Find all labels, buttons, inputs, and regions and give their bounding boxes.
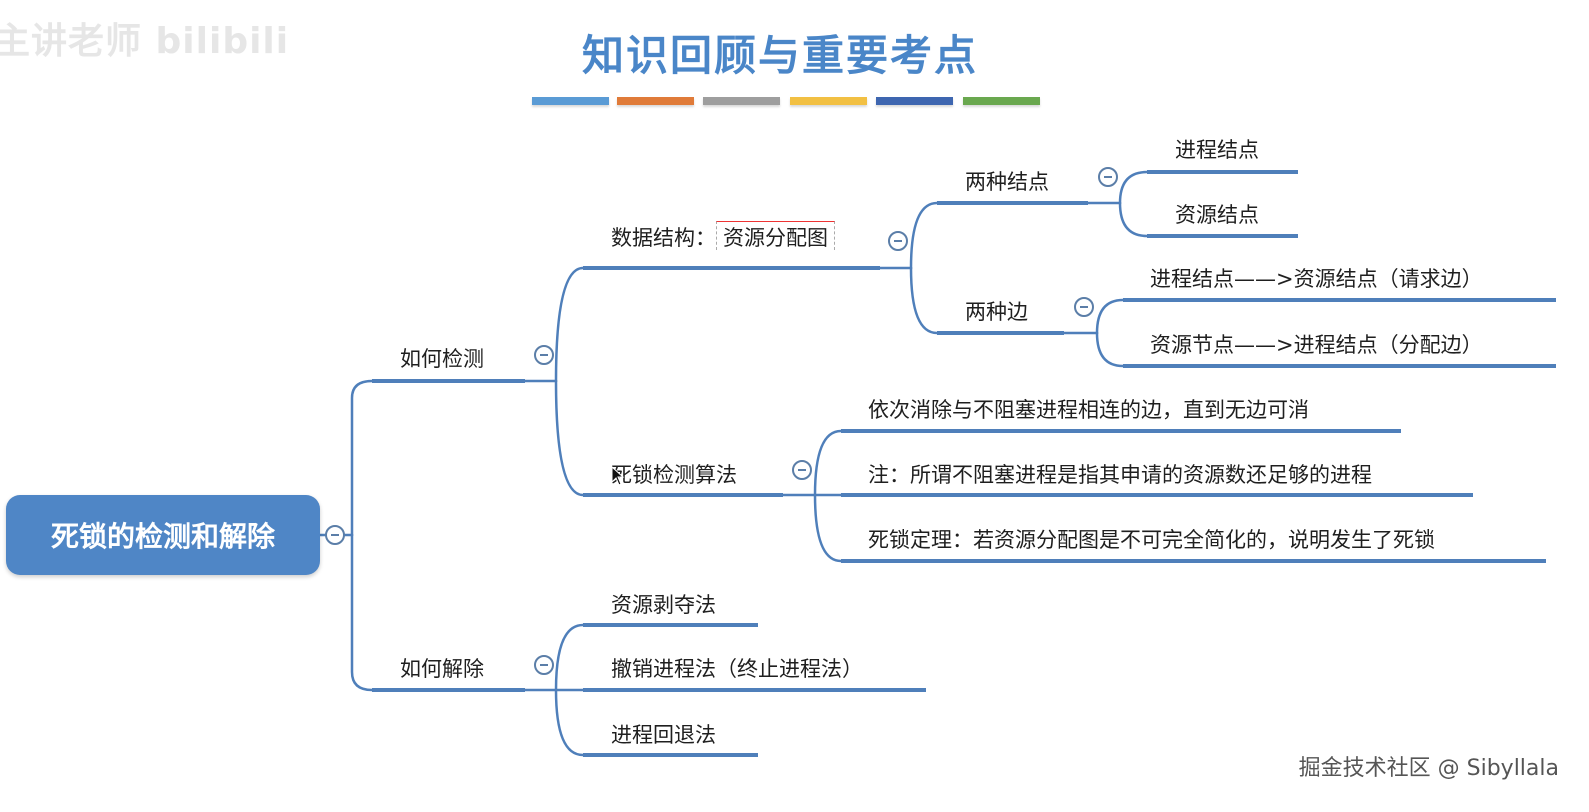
accent-bar-5: [876, 97, 953, 105]
node-process-node[interactable]: 进程结点: [1175, 138, 1259, 162]
node-resource-preemption[interactable]: 资源剥夺法: [611, 593, 716, 617]
node-data-structure-prefix: 数据结构：: [611, 226, 716, 250]
node-detection-algorithm[interactable]: 死锁检测算法: [611, 463, 737, 487]
node-data-structure[interactable]: 数据结构：资源分配图: [611, 221, 835, 252]
node-algo-step3[interactable]: 死锁定理：若资源分配图是不可完全简化的，说明发生了死锁: [868, 528, 1435, 552]
collapse-icon-root[interactable]: [325, 525, 345, 545]
node-resource-node[interactable]: 资源结点: [1175, 203, 1259, 227]
node-detect[interactable]: 如何检测: [400, 347, 484, 371]
collapse-icon-resolve[interactable]: [534, 655, 554, 675]
node-assign-edge[interactable]: 资源节点——>进程结点（分配边）: [1150, 333, 1483, 357]
accent-bar-2: [617, 97, 694, 105]
connector-edges-to-assign: [1095, 331, 1125, 368]
node-data-structure-selected: 资源分配图: [716, 221, 835, 250]
accent-bar-1: [532, 97, 609, 105]
connector-algo-to-step1: [813, 429, 843, 497]
root-node-label: 死锁的检测和解除: [50, 520, 275, 553]
connector-edges-to-request: [1095, 298, 1125, 335]
connector-resolve-to-preempt: [554, 623, 585, 692]
accent-bar-4: [790, 97, 867, 105]
collapse-icon-detection-algorithm[interactable]: [792, 460, 812, 480]
connector-root-to-resolve: [350, 533, 374, 692]
collapse-icon-detect[interactable]: [534, 345, 554, 365]
connector-ds-to-nodes: [909, 201, 939, 270]
node-resolve[interactable]: 如何解除: [400, 657, 484, 681]
connector-nodes-to-resource: [1118, 201, 1149, 238]
accent-bar-6: [963, 97, 1040, 105]
connector-detect-to-ds: [554, 266, 585, 383]
node-algo-step1[interactable]: 依次消除与不阻塞进程相连的边，直到无边可消: [868, 398, 1309, 422]
node-node-types[interactable]: 两种结点: [965, 170, 1049, 194]
node-edge-types[interactable]: 两种边: [965, 300, 1028, 324]
site-watermark: 掘金技术社区 @ Sibyllala: [1298, 756, 1559, 781]
connector-algo-to-step3: [813, 493, 843, 563]
collapse-icon-node-types[interactable]: [1098, 167, 1118, 187]
connector-ds-to-edges: [909, 266, 939, 335]
collapse-icon-data-structure[interactable]: [888, 231, 908, 251]
connector-nodes-to-process: [1118, 170, 1149, 205]
root-node[interactable]: 死锁的检测和解除: [6, 495, 320, 575]
collapse-icon-edge-types[interactable]: [1074, 297, 1094, 317]
connector-detect-to-algo: [554, 379, 585, 497]
node-process-rollback[interactable]: 进程回退法: [611, 723, 716, 747]
node-kill-process[interactable]: 撤销进程法（终止进程法）: [611, 657, 863, 681]
video-watermark: 主讲老师 bilibili: [0, 21, 290, 62]
mouse-cursor-icon: [611, 466, 625, 486]
node-algo-step2[interactable]: 注：所谓不阻塞进程是指其申请的资源数还足够的进程: [868, 463, 1372, 487]
connector-resolve-to-rollback: [554, 688, 585, 757]
node-request-edge[interactable]: 进程结点——>资源结点（请求边）: [1150, 267, 1483, 291]
accent-bar-3: [703, 97, 780, 105]
connector-root-to-detect: [350, 379, 374, 537]
slide-title: 知识回顾与重要考点: [581, 31, 978, 80]
